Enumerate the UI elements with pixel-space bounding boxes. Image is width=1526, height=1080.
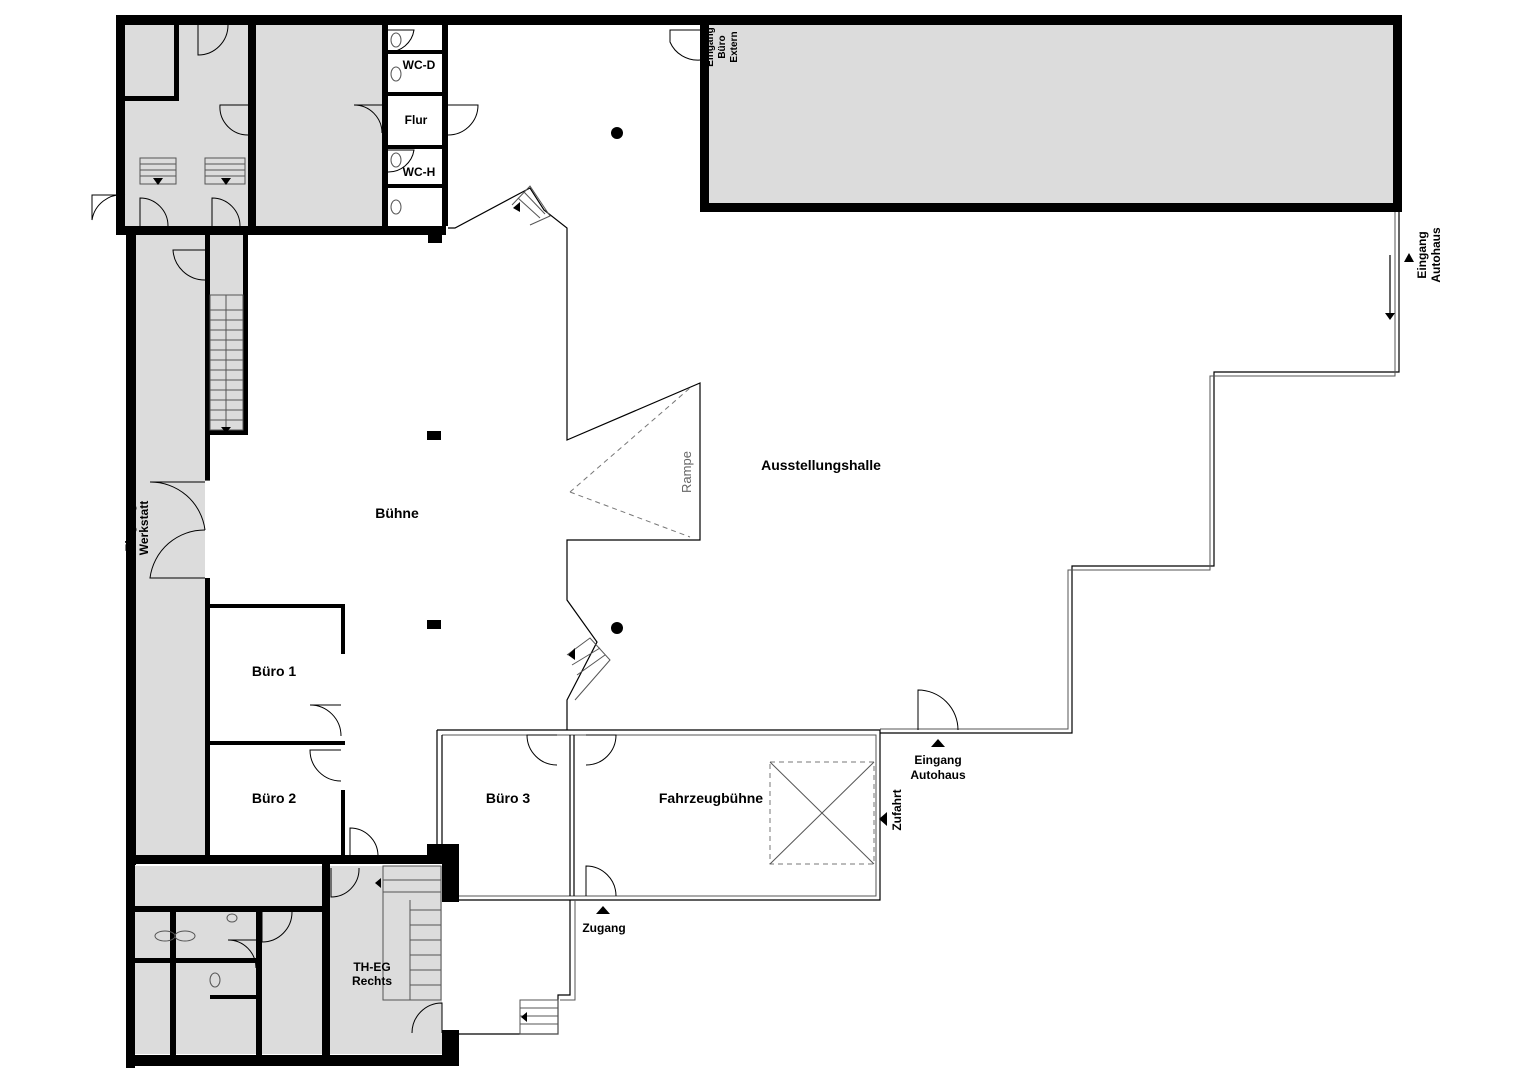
upper-right-gray-room xyxy=(708,25,1394,203)
entrance-labels: Eingang Büro Extern Eingang Autohaus Ein… xyxy=(123,27,1443,935)
entrance-label-zugang: Zugang xyxy=(582,921,625,935)
hall-outline xyxy=(205,187,1400,1035)
toilet-icon xyxy=(390,66,402,82)
door-arc xyxy=(309,749,342,782)
top-left-room-2 xyxy=(256,25,382,226)
doors xyxy=(91,24,959,1034)
room-label-buero-3: Büro 3 xyxy=(486,790,531,806)
door-arc xyxy=(227,939,257,969)
toilet-icon xyxy=(174,930,196,942)
stairs xyxy=(139,157,611,1035)
door-arc xyxy=(585,734,617,766)
toilet-icon xyxy=(390,199,402,215)
stair-west xyxy=(209,294,244,433)
room-labels: WC-D Flur WC-H Bühne Rampe Ausstellungsh… xyxy=(252,58,881,988)
columns xyxy=(427,127,623,634)
door-arc xyxy=(447,104,479,136)
door-arc xyxy=(211,197,241,227)
door-arc xyxy=(387,149,415,173)
room-label-ausstellungshalle: Ausstellungshalle xyxy=(761,457,881,473)
column xyxy=(611,622,623,634)
toilet-icon xyxy=(390,32,402,48)
stair-zugang xyxy=(519,999,559,1035)
door-arc xyxy=(197,24,229,56)
th-eg-room xyxy=(330,866,442,1054)
room-label-buehne: Bühne xyxy=(375,505,419,521)
door-arc xyxy=(585,865,617,897)
stair-hall-top xyxy=(511,185,551,226)
column xyxy=(427,431,441,440)
sink-icon xyxy=(226,913,238,923)
stair-th-eg xyxy=(375,865,442,1001)
room-label-th-eg: TH-EG xyxy=(353,960,390,974)
room-label-flur: Flur xyxy=(405,113,428,127)
sanitary-fixtures xyxy=(154,32,402,988)
walls xyxy=(116,15,1402,1068)
stair-top-left xyxy=(139,157,246,185)
room-label-buero-1: Büro 1 xyxy=(252,663,297,679)
room-label-buero-2: Büro 2 xyxy=(252,790,297,806)
entrance-label-buero-extern-3: Extern xyxy=(729,31,740,62)
door-arc xyxy=(219,104,249,136)
door-arc xyxy=(149,481,206,531)
door-arc xyxy=(330,867,360,898)
toilet-icon xyxy=(209,972,221,988)
entrance-arrow-icon xyxy=(596,906,610,914)
room-label-wc-d: WC-D xyxy=(403,58,436,72)
entrance-label-autohaus-right-2: Autohaus xyxy=(1429,227,1443,283)
werkstatt-corridor xyxy=(135,235,205,857)
door-arc xyxy=(411,1002,443,1034)
entrance-label-autohaus-right-1: Eingang xyxy=(1415,231,1429,278)
door-arc xyxy=(353,104,383,134)
door-arc xyxy=(172,249,206,281)
door-arc xyxy=(669,29,701,61)
entrance-label-autohaus-bottom-2: Autohaus xyxy=(910,768,966,782)
room-label-rampe: Rampe xyxy=(679,451,694,493)
stair-hall-bottom xyxy=(566,637,611,701)
entrance-label-werkstatt-2: Werkstatt xyxy=(137,501,151,555)
entrance-arrow-icon xyxy=(879,812,887,826)
column xyxy=(611,127,623,139)
door-arc xyxy=(91,194,126,221)
door-arc xyxy=(149,529,206,579)
entrance-markers xyxy=(596,253,1414,914)
entrance-label-werkstatt-1: Eingang xyxy=(123,504,137,551)
room-label-wc-h: WC-H xyxy=(403,165,436,179)
room-label-th-eg-rechts: Rechts xyxy=(352,974,392,988)
entrance-arrow-icon xyxy=(931,739,945,747)
entrance-label-autohaus-bottom-1: Eingang xyxy=(914,753,961,767)
door-arc xyxy=(917,689,959,731)
entrance-arrow-icon xyxy=(1385,313,1395,320)
door-arc xyxy=(261,911,293,943)
door-arc xyxy=(387,29,415,53)
door-arc xyxy=(349,827,379,856)
entrance-label-buero-extern-2: Büro xyxy=(717,35,728,58)
entrance-label-zufahrt: Zufahrt xyxy=(890,789,904,830)
toilet-icon xyxy=(390,152,402,168)
entrance-arrow-icon xyxy=(1404,253,1414,262)
entrance-label-buero-extern-1: Eingang xyxy=(705,27,716,66)
room-label-fahrzeugbuehne: Fahrzeugbühne xyxy=(659,790,763,806)
door-arc xyxy=(309,704,342,737)
top-left-room xyxy=(125,25,251,226)
door-arc xyxy=(526,734,558,766)
column xyxy=(427,620,441,629)
door-arc xyxy=(139,197,169,227)
